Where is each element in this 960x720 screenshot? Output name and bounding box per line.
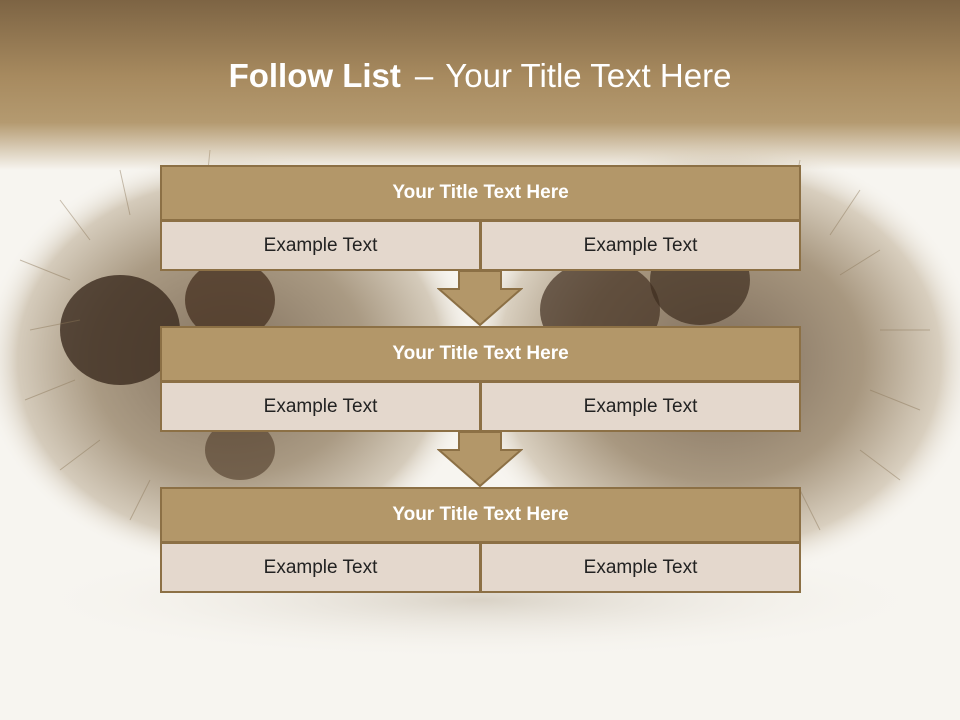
- block-cell-left: Example Text: [160, 221, 481, 271]
- list-block-3: Your Title Text Here Example Text Exampl…: [160, 487, 801, 593]
- block-title: Your Title Text Here: [160, 326, 801, 382]
- block-row: Example Text Example Text: [160, 543, 801, 593]
- title-bar: [0, 0, 960, 170]
- block-cell-right: Example Text: [481, 382, 801, 432]
- slide-title: Follow List–Your Title Text Here: [0, 52, 960, 100]
- block-row: Example Text Example Text: [160, 382, 801, 432]
- block-cell-right: Example Text: [481, 221, 801, 271]
- block-cell-right: Example Text: [481, 543, 801, 593]
- list-block-1: Your Title Text Here Example Text Exampl…: [160, 165, 801, 271]
- block-cell-left: Example Text: [160, 382, 481, 432]
- slide-title-bold: Follow List: [228, 57, 401, 94]
- down-arrow-icon: [437, 271, 523, 327]
- block-row: Example Text Example Text: [160, 221, 801, 271]
- slide-title-dash: –: [414, 57, 434, 94]
- block-title: Your Title Text Here: [160, 165, 801, 221]
- down-arrow-icon: [437, 432, 523, 488]
- slide-title-rest: Your Title Text Here: [445, 57, 732, 94]
- block-cell-left: Example Text: [160, 543, 481, 593]
- block-title: Your Title Text Here: [160, 487, 801, 543]
- list-block-2: Your Title Text Here Example Text Exampl…: [160, 326, 801, 432]
